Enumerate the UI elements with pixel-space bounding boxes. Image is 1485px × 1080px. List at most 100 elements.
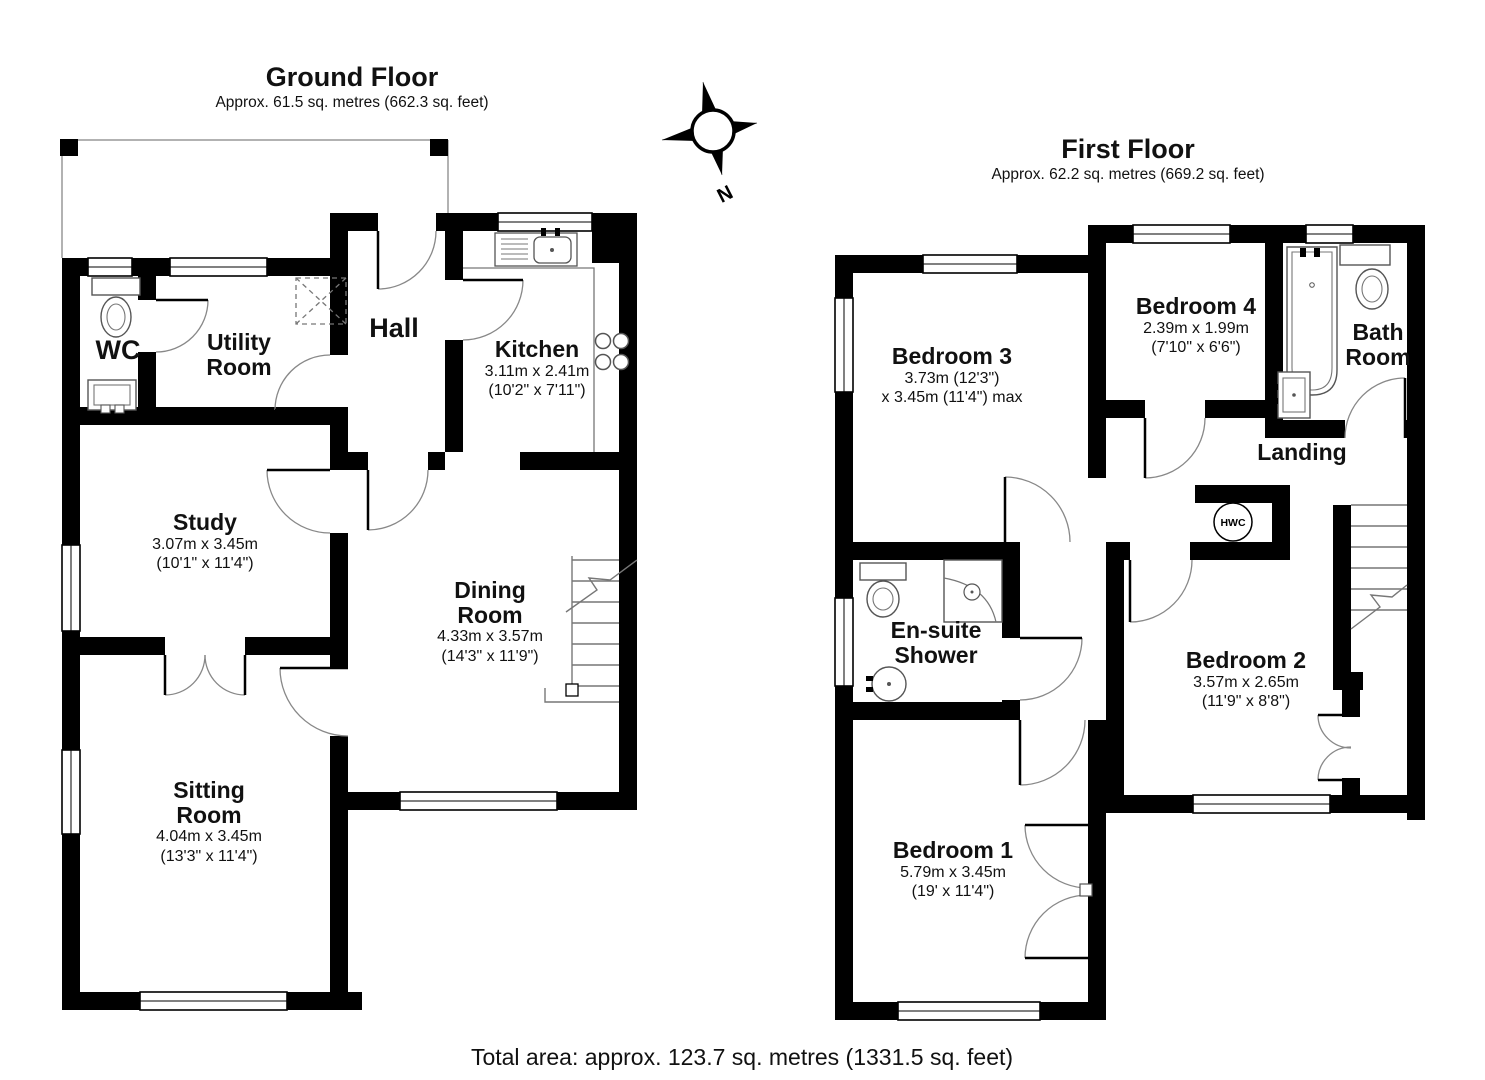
bedroom4-window (1132, 224, 1231, 244)
sitting-dining-door (279, 666, 349, 737)
room-name: Dining Room (454, 577, 526, 628)
bedroom1-door (1018, 719, 1086, 786)
study-window (61, 544, 81, 632)
room-name: WC (95, 335, 141, 365)
room-dim-metric: 3.11m x 2.41m (484, 362, 590, 380)
front-door (376, 230, 437, 290)
room-label-study: Study 3.07m x 3.45m (10'1" x 11'4") (152, 510, 258, 574)
ground-floor-subtitle: Approx. 61.5 sq. metres (662.3 sq. feet) (215, 94, 489, 111)
compass-icon: N (661, 81, 758, 208)
porch-pier (60, 139, 78, 156)
ground-floor-fixtures (87, 228, 638, 703)
room-label-bedroom2: Bedroom 2 3.57m x 2.65m (11'9" x 8'8") (1186, 648, 1306, 712)
hwc-cylinder: HWC (1213, 502, 1253, 542)
sitting-side-window (61, 749, 81, 835)
room-label-wc: WC (96, 336, 141, 365)
study-sitting-double-door (163, 654, 247, 696)
room-label-dining: Dining Room 4.33m x 3.57m (14'3" x 11'9"… (433, 578, 548, 666)
room-dim-metric: 4.33m x 3.57m (437, 628, 543, 646)
room-label-sitting: Sitting Room 4.04m x 3.45m (13'3" x 11'4… (154, 778, 264, 866)
ground-floor-plan (60, 139, 638, 1011)
room-name: Bedroom 4 (1135, 293, 1257, 319)
bathroom-door (1344, 377, 1407, 439)
room-dim-metric: 3.07m x 3.45m (152, 535, 258, 553)
bedroom3-door (1003, 476, 1071, 543)
room-dim-imperial: (19' x 11'4") (911, 883, 995, 901)
stairs-first (1350, 504, 1408, 630)
first-floor-fixtures: HWC (859, 244, 1408, 702)
toilet-icon (1339, 244, 1391, 310)
room-name: Hall (369, 313, 419, 343)
hob-icon (594, 332, 630, 371)
bathroom-window (1305, 224, 1354, 244)
room-label-ensuite: En-suite Shower (866, 618, 1006, 667)
ground-floor-windows (61, 212, 593, 1011)
first-floor-plan: HWC (834, 224, 1425, 1021)
room-dim-imperial: (10'1" x 11'4") (156, 555, 254, 573)
room-label-bedroom3: Bedroom 3 3.73m (12'3") x 3.45m (11'4") … (882, 344, 1023, 408)
room-name: Utility Room (206, 329, 272, 380)
basin-icon (1271, 371, 1311, 419)
room-label-bedroom4: Bedroom 4 2.39m x 1.99m (7'10" x 6'6") (1136, 294, 1256, 358)
first-floor-doors (1003, 377, 1407, 960)
bedroom2-window (1192, 794, 1331, 814)
bedroom1-window (897, 1001, 1041, 1021)
kitchen-counter (463, 267, 595, 452)
bedroom4-door (1143, 417, 1206, 479)
room-name: Sitting Room (173, 777, 245, 828)
room-name: Bath Room (1345, 319, 1411, 370)
utility-door (274, 354, 331, 412)
sitting-window (139, 991, 288, 1011)
room-name: Kitchen (494, 336, 580, 362)
room-name: Bedroom 1 (892, 837, 1014, 863)
room-label-hall: Hall (369, 314, 419, 343)
hwc-label: HWC (1220, 517, 1245, 529)
bedroom2-door (1128, 559, 1193, 623)
wc-window (87, 257, 133, 277)
study-door (266, 468, 331, 534)
room-dim-metric: 4.04m x 3.45m (156, 828, 262, 846)
bedroom1-wardrobe-doors (1024, 823, 1093, 960)
bedroom2-closet-doors (1317, 713, 1352, 782)
total-area-text: Total area: approx. 123.7 sq. metres (13… (470, 1044, 1014, 1070)
ground-floor-title: Ground Floor (265, 62, 439, 92)
ensuite-toilet-icon (859, 562, 907, 618)
room-dim-imperial: (11'9" x 8'8") (1201, 693, 1291, 711)
bedroom3-window (922, 254, 1018, 274)
basin-icon (87, 379, 137, 414)
room-label-bedroom1: Bedroom 1 5.79m x 3.45m (19' x 11'4") (893, 838, 1013, 902)
ground-floor-doors (155, 230, 524, 737)
porch-outline (61, 139, 449, 258)
room-name: Bedroom 3 (891, 343, 1013, 369)
ground-floor-walls (62, 213, 637, 1010)
dining-window (399, 791, 558, 811)
room-dim-metric: 5.79m x 3.45m (900, 863, 1006, 881)
room-dim-imperial: (13'3" x 11'4") (160, 847, 258, 865)
room-dim-imperial: (14'3" x 11'9") (441, 647, 539, 665)
room-dim-metric: 3.73m (12'3") (904, 369, 1000, 387)
bedroom3-side-window (834, 297, 854, 393)
room-dim-metric: 3.57m x 2.65m (1193, 673, 1299, 691)
first-floor-subtitle: Approx. 62.2 sq. metres (669.2 sq. feet) (991, 166, 1265, 183)
ensuite-door (1019, 636, 1083, 701)
room-dim-imperial: (10'2" x 7'11") (488, 382, 586, 400)
room-label-utility: Utility Room (177, 330, 302, 379)
toilet-icon (91, 277, 141, 338)
shower-icon (943, 559, 1003, 623)
wc-door (155, 298, 209, 353)
room-dim-imperial: x 3.45m (11'4") max (881, 389, 1023, 407)
room-label-kitchen: Kitchen 3.11m x 2.41m (10'2" x 7'11") (485, 337, 590, 401)
room-name: En-suite Shower (890, 617, 982, 668)
appliance-space (295, 277, 347, 325)
room-dim-imperial: (7'10" x 6'6") (1151, 339, 1241, 357)
room-dim-metric: 2.39m x 1.99m (1143, 319, 1249, 337)
room-label-bathroom: Bath Room (1336, 320, 1421, 369)
ensuite-basin-icon (866, 666, 907, 702)
porch-pier (430, 139, 448, 156)
first-floor-windows (834, 224, 1354, 1021)
room-label-landing: Landing (1257, 440, 1346, 465)
ensuite-window (834, 597, 854, 687)
stairs-ground (544, 556, 638, 703)
